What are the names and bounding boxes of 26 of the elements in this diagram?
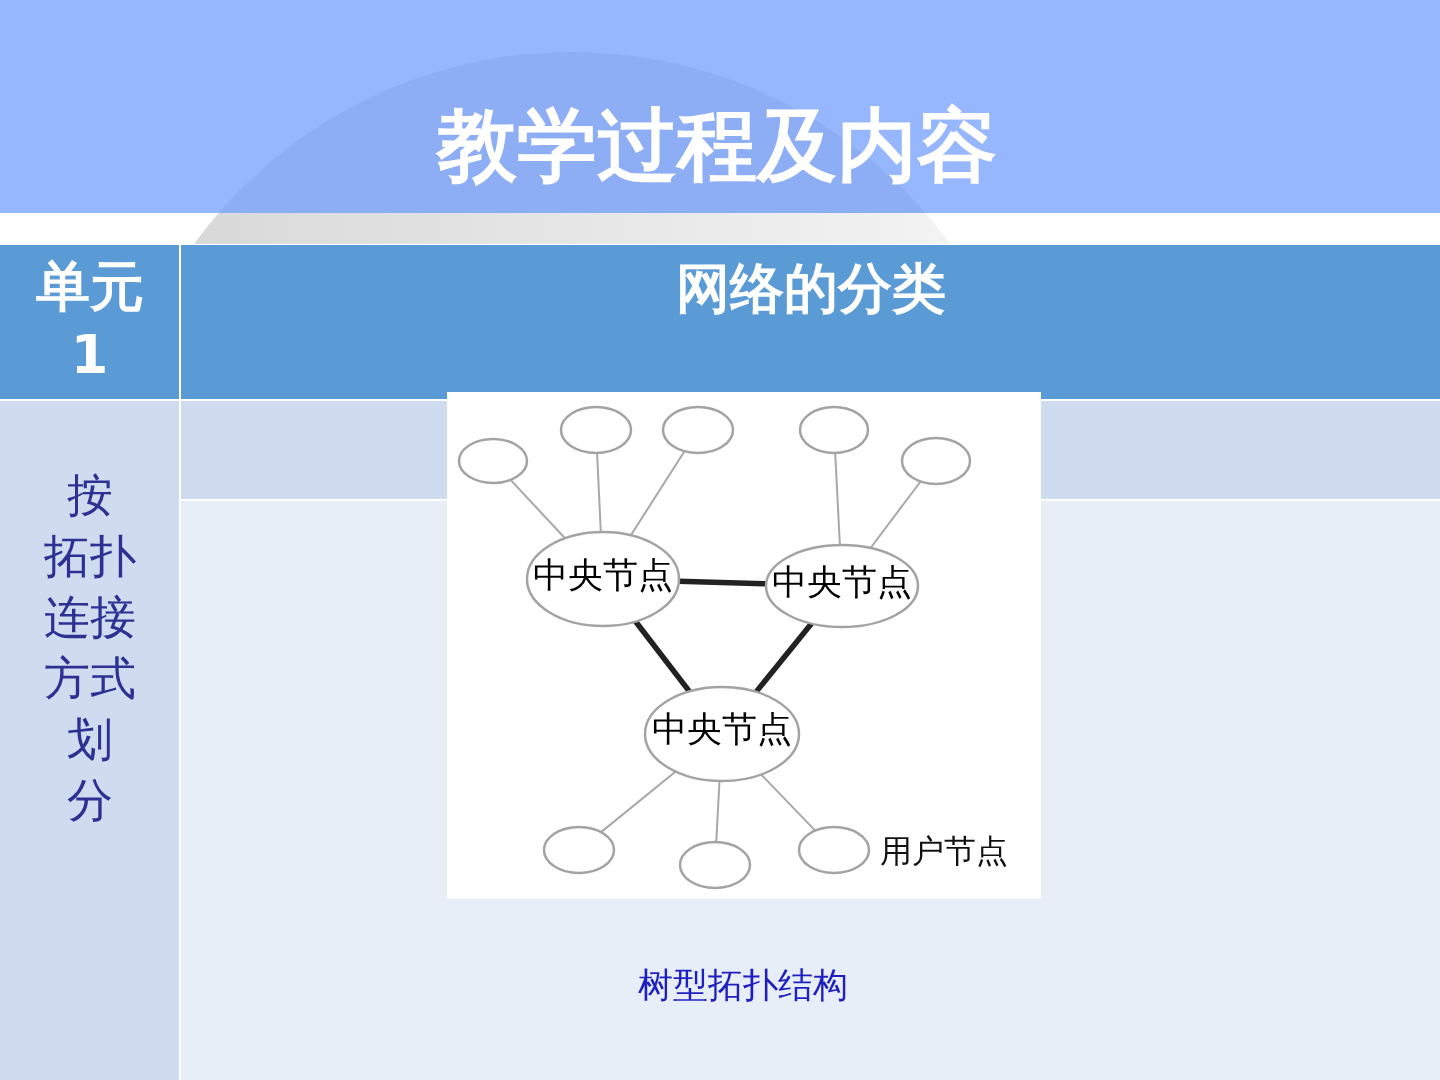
node-ellipse: [900, 436, 972, 486]
table-header-cell: 单元 1: [0, 245, 179, 399]
node-ellipse: [559, 405, 633, 455]
connector-line: [596, 452, 602, 533]
connector-line: [678, 578, 767, 587]
node-ellipse: [797, 825, 871, 875]
caption: 树型拓扑结构: [638, 965, 848, 1005]
connector-line: [715, 780, 721, 843]
node-ellipse: 中央节点: [764, 543, 920, 629]
connector-line: [600, 770, 677, 834]
node-ellipse: [678, 840, 752, 890]
connector-line: [760, 773, 817, 832]
node-label: 用户节点: [880, 833, 1008, 869]
connector-line: [869, 480, 922, 549]
node-ellipse: 中央节点: [525, 530, 681, 628]
node-ellipse: 中央节点: [643, 685, 801, 783]
table-header-cell: 网络的分类: [181, 245, 1440, 399]
connector-line: [509, 478, 567, 540]
connector-line: [629, 450, 686, 537]
node-ellipse: [798, 405, 870, 455]
node-ellipse: [661, 405, 735, 455]
node-ellipse: [457, 437, 529, 485]
connector-line: [834, 452, 841, 546]
node-ellipse: [542, 825, 616, 875]
row-header-cell: 按拓扑连接方式划分: [0, 401, 179, 1080]
slide-title: 教学过程及内容: [437, 100, 997, 192]
